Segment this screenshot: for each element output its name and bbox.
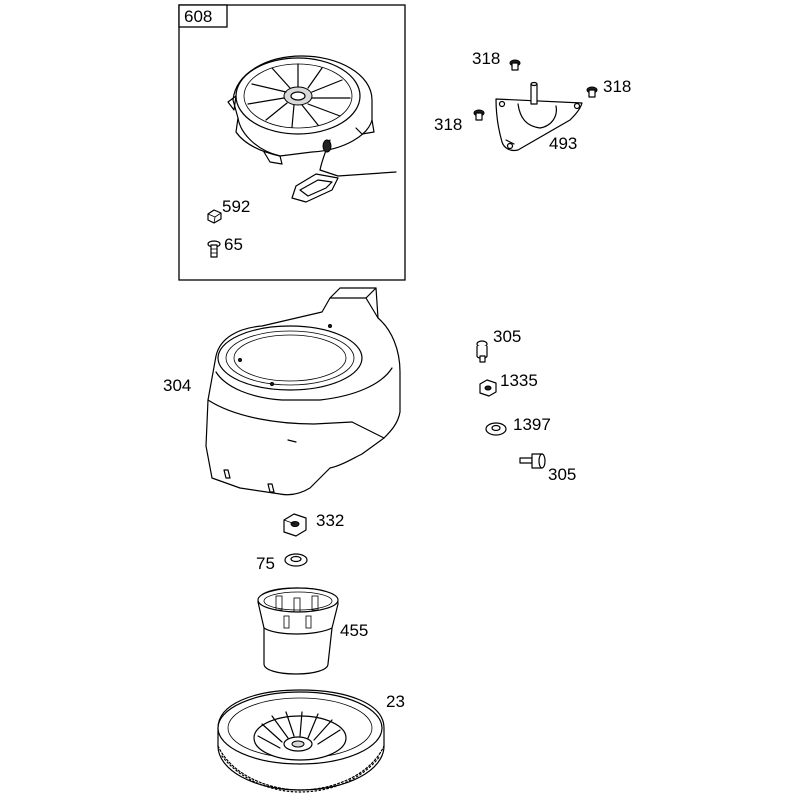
rewind-starter-kit-group: 608 <box>178 4 406 281</box>
label-65: 65 <box>224 235 243 254</box>
screw-318-top-illustration <box>509 59 521 71</box>
cup-455-illustration <box>257 587 339 675</box>
label-592: 592 <box>222 197 250 216</box>
label-332: 332 <box>316 511 344 530</box>
screw-305-lower-illustration <box>519 453 546 469</box>
bracket-493-illustration <box>495 81 583 152</box>
washer-1397-illustration <box>485 422 507 436</box>
kit-number-box <box>178 4 228 28</box>
screw-65-illustration <box>207 240 221 258</box>
screw-318-right-illustration <box>586 86 598 98</box>
label-305-lower: 305 <box>548 465 576 484</box>
flywheel-23-illustration <box>217 689 385 793</box>
nut-592-illustration <box>207 209 222 224</box>
nut-332-illustration <box>283 513 307 537</box>
blower-housing-304-illustration <box>205 287 401 496</box>
label-318-right: 318 <box>603 77 631 96</box>
label-493: 493 <box>549 134 577 153</box>
screw-305-upper-illustration <box>476 340 488 363</box>
label-608: 608 <box>184 7 212 26</box>
label-304: 304 <box>163 376 191 395</box>
screw-318-left-illustration <box>473 109 485 121</box>
label-305-upper: 305 <box>493 327 521 346</box>
kit-box-frame <box>178 4 406 281</box>
washer-75-illustration <box>284 553 308 567</box>
rewind-starter-illustration <box>227 55 397 203</box>
label-1397: 1397 <box>513 415 551 434</box>
label-75: 75 <box>256 554 275 573</box>
label-318-left: 318 <box>434 115 462 134</box>
label-455: 455 <box>340 621 368 640</box>
label-318-top: 318 <box>472 49 500 68</box>
label-23: 23 <box>386 692 405 711</box>
nut-1335-illustration <box>479 379 497 397</box>
label-1335: 1335 <box>500 371 538 390</box>
